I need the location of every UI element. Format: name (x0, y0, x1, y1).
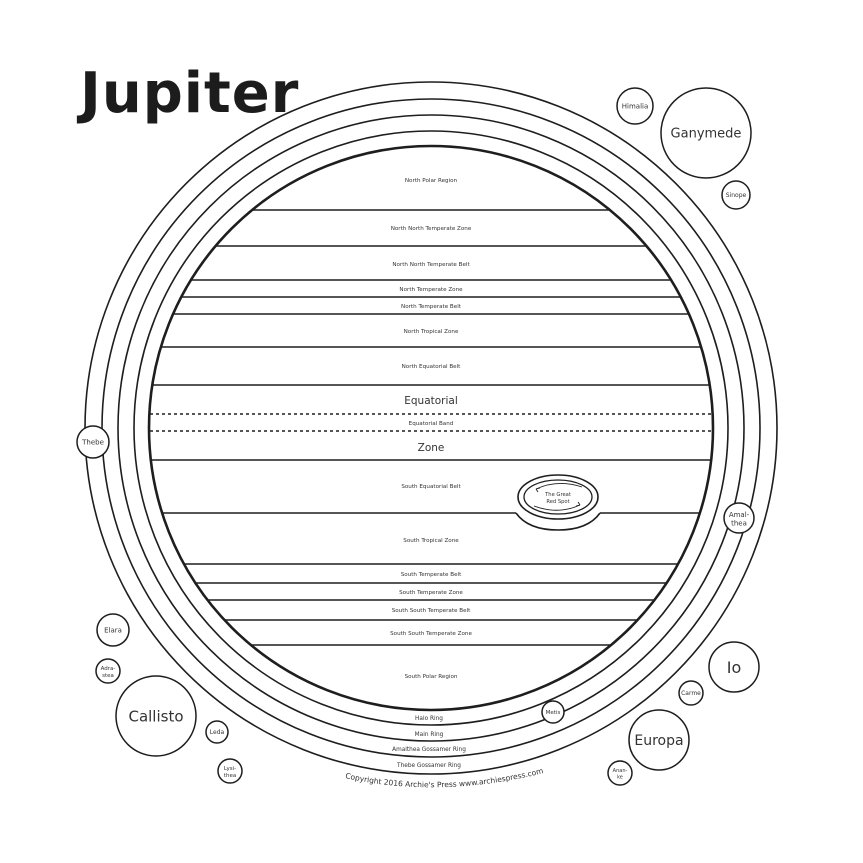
moon-label: Lysi- (224, 766, 236, 772)
moon-amalthea: Amal-thea (723, 502, 755, 534)
moon-label: ke (617, 775, 623, 781)
band-label-south-temperate-zone: South Temperate Zone (399, 590, 463, 596)
moon-sinope: Sinope (721, 180, 751, 210)
moon-label: Callisto (128, 707, 183, 725)
moon-leda: Leda (205, 720, 229, 744)
rings (84, 81, 778, 775)
planet-outline (147, 144, 715, 712)
moon-circle (628, 709, 690, 771)
band-label-north-polar-region: North Polar Region (405, 178, 458, 184)
ring-label: Amalthea Gossamer Ring (392, 747, 466, 753)
moon-metis: Metis (541, 700, 565, 724)
moon-circle (205, 720, 229, 744)
moon-label: Carme (681, 690, 701, 697)
moon-circle (721, 180, 751, 210)
moon-circle (76, 425, 110, 459)
band-label-south-polar-region: South Polar Region (405, 674, 458, 680)
moon-circle (723, 502, 755, 534)
moon-circle (115, 675, 197, 757)
rotation-arrow-icon (535, 483, 583, 490)
band-label-equatorial: Equatorial (404, 395, 458, 407)
moon-circle (660, 87, 752, 179)
moon-circle (541, 700, 565, 724)
moon-europa: Europa (628, 709, 690, 771)
moon-label: Thebe (81, 439, 104, 447)
moon-label: Europa (634, 733, 683, 749)
moon-circle (95, 658, 121, 684)
ring-label: Thebe Gossamer Ring (396, 763, 461, 769)
grs-inner-ellipse (523, 479, 593, 515)
ring-main-ring (117, 114, 745, 742)
band-label-north-north-temperate-belt: North North Temperate Belt (392, 262, 470, 268)
moon-circle (708, 641, 760, 693)
moon-label: thea (224, 773, 236, 779)
grs-label: The Great (544, 492, 571, 498)
rotation-arrow-icon (533, 504, 581, 511)
moon-label: Anan- (613, 768, 628, 774)
moon-adrastea: Adra-stea (95, 658, 121, 684)
band-label-south-temperate-belt: South Temperate Belt (401, 572, 462, 578)
band-label-equatorial-band: Equatorial Band (409, 421, 454, 427)
moon-elara: Elara (96, 613, 130, 647)
moon-label: stea (102, 673, 114, 679)
planet-jupiter (147, 144, 715, 712)
moon-label: Sinope (726, 192, 747, 199)
moon-label: Himalia (622, 103, 649, 111)
moon-circle (616, 87, 654, 125)
moon-label: Io (727, 658, 742, 677)
band-label-south-south-temperate-zone: South South Temperate Zone (390, 631, 472, 637)
moon-circle (217, 758, 243, 784)
moon-label: Ganymede (671, 127, 742, 142)
moon-thebe: Thebe (76, 425, 110, 459)
band-label-south-south-temperate-belt: South South Temperate Belt (392, 608, 471, 614)
moon-label: thea (731, 520, 747, 528)
band-label-zone: Zone (418, 442, 445, 454)
band-label-north-north-temperate-zone: North North Temperate Zone (391, 226, 472, 232)
band-label-south-equatorial-belt: South Equatorial Belt (401, 484, 461, 490)
ring-label: Main Ring (415, 732, 444, 738)
grs-bulge (515, 512, 601, 531)
moon-himalia: Himalia (616, 87, 654, 125)
band-label-north-equatorial-belt: North Equatorial Belt (402, 364, 462, 370)
ring-label: Halo Ring (415, 716, 443, 722)
moons: HimaliaGanymedeSinopeThebeAmal-theaIoCar… (76, 87, 760, 786)
ring-halo-ring (133, 130, 729, 726)
moon-label: Metis (546, 710, 561, 716)
moon-circle (607, 760, 633, 786)
moon-label: Adra- (101, 666, 116, 672)
arrowhead-icon (535, 487, 541, 493)
moon-io: Io (708, 641, 760, 693)
band-label-north-temperate-belt: North Temperate Belt (401, 304, 462, 310)
atmospheric-bands (150, 209, 712, 646)
moon-ananke: Anan-ke (607, 760, 633, 786)
moon-lysithea: Lysi-thea (217, 758, 243, 784)
band-label-south-tropical-zone: South Tropical Zone (403, 538, 459, 544)
moon-label: Leda (210, 729, 225, 736)
moon-circle (678, 680, 704, 706)
moon-callisto: Callisto (115, 675, 197, 757)
band-label-north-temperate-zone: North Temperate Zone (399, 287, 463, 293)
grs-label: Red Spot (546, 499, 569, 505)
moon-ganymede: Ganymede (660, 87, 752, 179)
band-label-north-tropical-zone: North Tropical Zone (404, 329, 459, 335)
arrowhead-icon (575, 501, 581, 507)
moon-label: Elara (104, 627, 122, 635)
moon-label: Amal- (729, 511, 750, 519)
moon-circle (96, 613, 130, 647)
page-title: Jupiter (80, 61, 300, 126)
moon-carme: Carme (678, 680, 704, 706)
